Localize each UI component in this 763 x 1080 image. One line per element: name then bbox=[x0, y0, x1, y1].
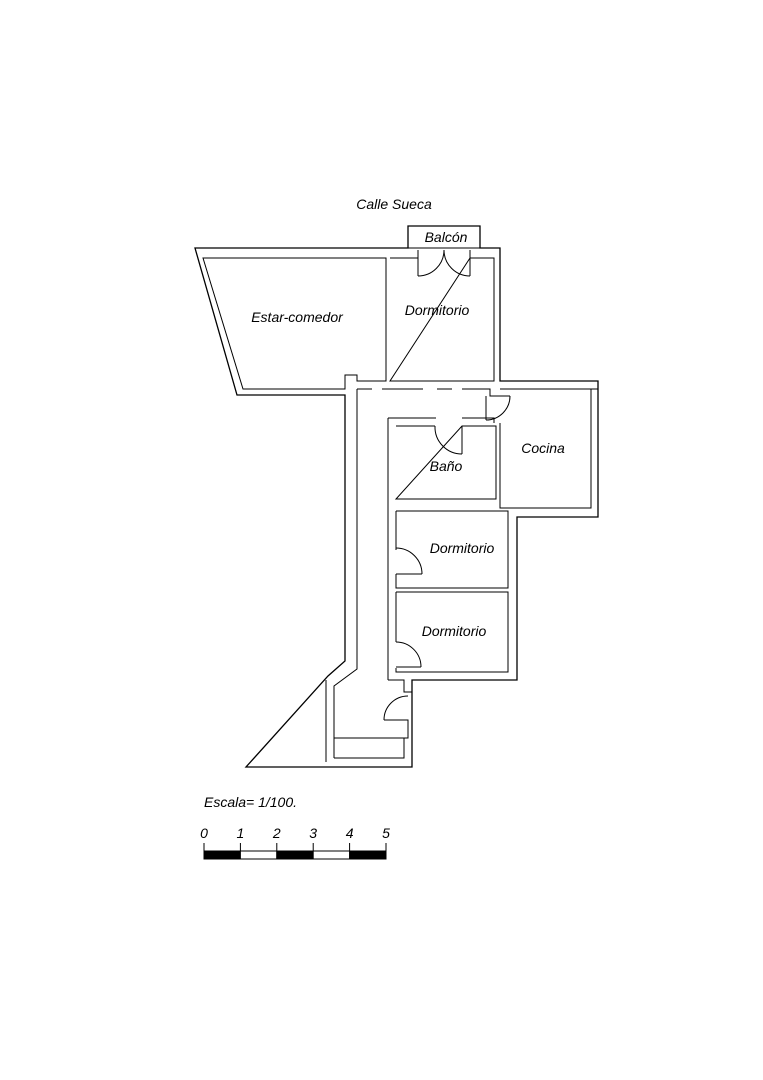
scale-segment bbox=[203, 850, 241, 860]
room-label-bedroom-front: Dormitorio bbox=[405, 302, 470, 318]
scale-title: Escala= 1/100. bbox=[204, 794, 297, 810]
scale-tick-label: 3 bbox=[309, 825, 317, 841]
scale-bar: 0 1 2 3 4 5 bbox=[200, 825, 390, 860]
middle-bedroom-door bbox=[395, 547, 423, 575]
bathroom-walls bbox=[394, 425, 497, 500]
bathroom-door bbox=[434, 425, 463, 455]
scale-tick-label: 4 bbox=[346, 825, 354, 841]
balcony-double-door bbox=[417, 249, 471, 277]
back-bedroom-door bbox=[395, 641, 422, 668]
room-label-bathroom: Baño bbox=[430, 458, 463, 474]
bathroom-outer-wall bbox=[388, 417, 495, 423]
scale-tick-label: 0 bbox=[200, 825, 208, 841]
scale-tick-label: 1 bbox=[237, 825, 245, 841]
street-label: Calle Sueca bbox=[356, 196, 432, 212]
room-label-kitchen: Cocina bbox=[521, 440, 565, 456]
kitchen-door bbox=[485, 395, 511, 421]
hallway-top-wall bbox=[357, 388, 598, 397]
scale-segment bbox=[239, 850, 278, 860]
scale-tick-label: 5 bbox=[382, 825, 390, 841]
hallway-left-wall bbox=[333, 389, 358, 758]
scale-segment bbox=[276, 850, 314, 860]
front-bedroom-walls bbox=[389, 257, 495, 382]
outer-wall bbox=[194, 225, 599, 768]
room-label-balcony: Balcón bbox=[425, 229, 468, 245]
entrance-walls bbox=[334, 679, 412, 759]
living-room-inner-wall bbox=[202, 257, 387, 390]
scale-tick-label: 2 bbox=[272, 825, 281, 841]
scale-segment bbox=[349, 850, 387, 860]
back-bedroom-walls bbox=[395, 591, 509, 673]
entrance-door bbox=[383, 695, 409, 721]
kitchen-walls bbox=[499, 388, 592, 509]
middle-bedroom-walls bbox=[395, 510, 509, 589]
room-label-bedroom-back: Dormitorio bbox=[422, 623, 487, 639]
scale-segment bbox=[312, 850, 351, 860]
room-label-living-dining: Estar-comedor bbox=[251, 309, 344, 325]
room-label-bedroom-middle: Dormitorio bbox=[430, 540, 495, 556]
